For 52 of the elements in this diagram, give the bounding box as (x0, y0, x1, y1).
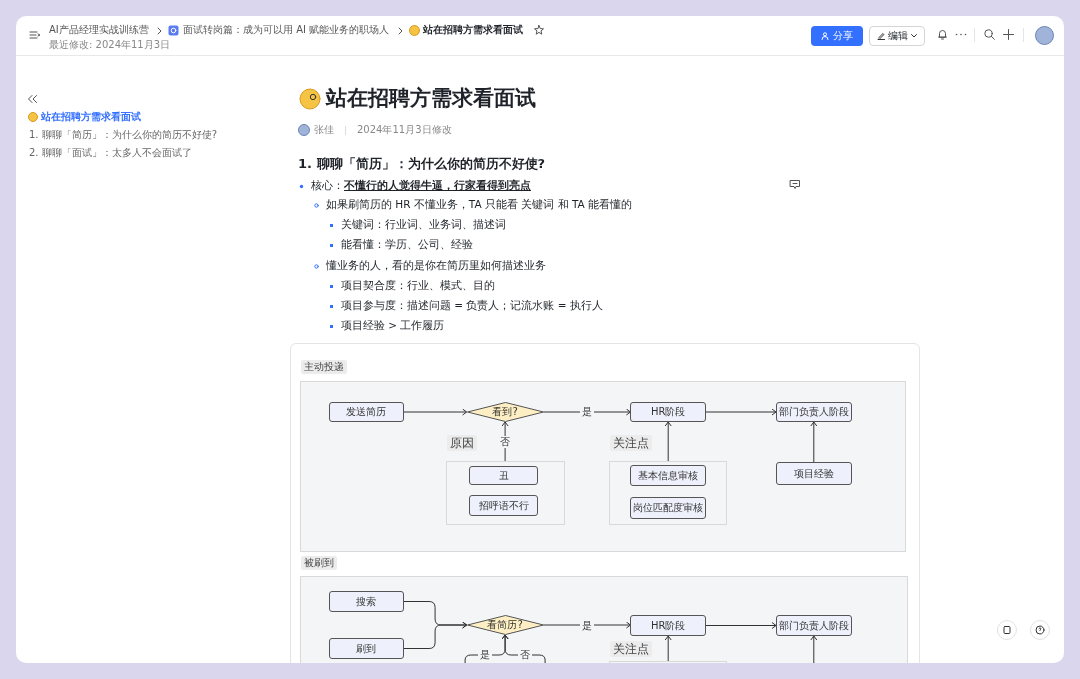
bullet-text: 核心：不懂行的人觉得牛逼，行家看得到亮点 (311, 179, 531, 192)
document-title: 站在招聘方需求看面试 (326, 86, 536, 112)
breadcrumb-current: 站在招聘方需求看面试 (423, 24, 523, 36)
arrow (403, 408, 468, 416)
panel-heading: 关注点 (610, 435, 653, 452)
toc-link: 2. 聊聊「面试」：太多人不会面试了 (29, 147, 192, 159)
decision-diamond: 看到? (466, 402, 544, 422)
process-box: 部门负责人阶段 (776, 615, 852, 636)
edit-button: 编辑 (869, 26, 925, 46)
process-box: HR阶段 (630, 402, 706, 422)
edge-label: 是 (478, 649, 493, 661)
bullet-text: 如果刷简历的 HR 不懂业务，TA 只能看 关键词 和 TA 能看懂的 (326, 198, 633, 211)
bullet-text: 项目参与度：描述问题 = 负责人；记流水账 = 执行人 (341, 299, 603, 312)
process-box: 岗位匹配度审核 (630, 497, 706, 519)
arrow (664, 421, 672, 462)
author-name: 张佳 (314, 124, 334, 136)
share-button: 分享 (811, 26, 863, 46)
process-box: 发送简历 (329, 402, 404, 422)
bullet-text: 项目经验 > 工作履历 (341, 319, 445, 332)
arrow (543, 408, 631, 416)
decision-diamond: 看简历? (466, 615, 544, 635)
panel-heading: 被刷到 (301, 556, 337, 570)
modified-date: 2024年11月3日修改 (357, 124, 452, 136)
arrow (501, 421, 509, 462)
panel-heading: 主动投递 (301, 360, 347, 374)
edge-label: 否 (518, 649, 533, 661)
breadcrumb-link: 面试转岗篇：成为可以用 AI 赋能业务的职场人 (183, 24, 390, 36)
panel-heading: 关注点 (610, 641, 653, 658)
bullet-text: 项目契合度：行业、模式、目的 (341, 279, 495, 292)
process-box: 刷到 (329, 638, 404, 659)
arrow (403, 621, 468, 649)
process-box: 部门负责人阶段 (776, 402, 852, 422)
bullet-text: 关键词：行业词、业务词、描述词 (341, 218, 506, 231)
breadcrumb-link: AI产品经理实战训练营 (49, 24, 149, 36)
arrow (705, 408, 777, 416)
process-box: 基本信息审核 (630, 465, 706, 486)
toc-link: 1. 聊聊「简历」：为什么你的简历不好使? (29, 129, 218, 141)
arrow (810, 635, 818, 663)
bullet-text: 能看懂：学历、公司、经验 (341, 238, 473, 251)
toc-link: 站在招聘方需求看面试 (41, 111, 141, 123)
process-box: 项目经验 (776, 462, 852, 485)
last-modified-text: 最近修改: 2024年11月3日 (49, 39, 171, 51)
arrow (705, 622, 777, 629)
arrow (664, 635, 672, 662)
process-box: 招呼语不行 (469, 495, 538, 516)
section-heading: 1. 聊聊「简历」：为什么你的简历不好使? (298, 156, 546, 172)
process-box: 搜索 (329, 591, 404, 612)
arrow (810, 421, 818, 463)
panel-heading: 原因 (446, 435, 477, 452)
bullet-text: 懂业务的人，看的是你在简历里如何描述业务 (326, 259, 546, 272)
process-box: HR阶段 (630, 615, 706, 636)
process-box: 丑 (469, 466, 538, 485)
